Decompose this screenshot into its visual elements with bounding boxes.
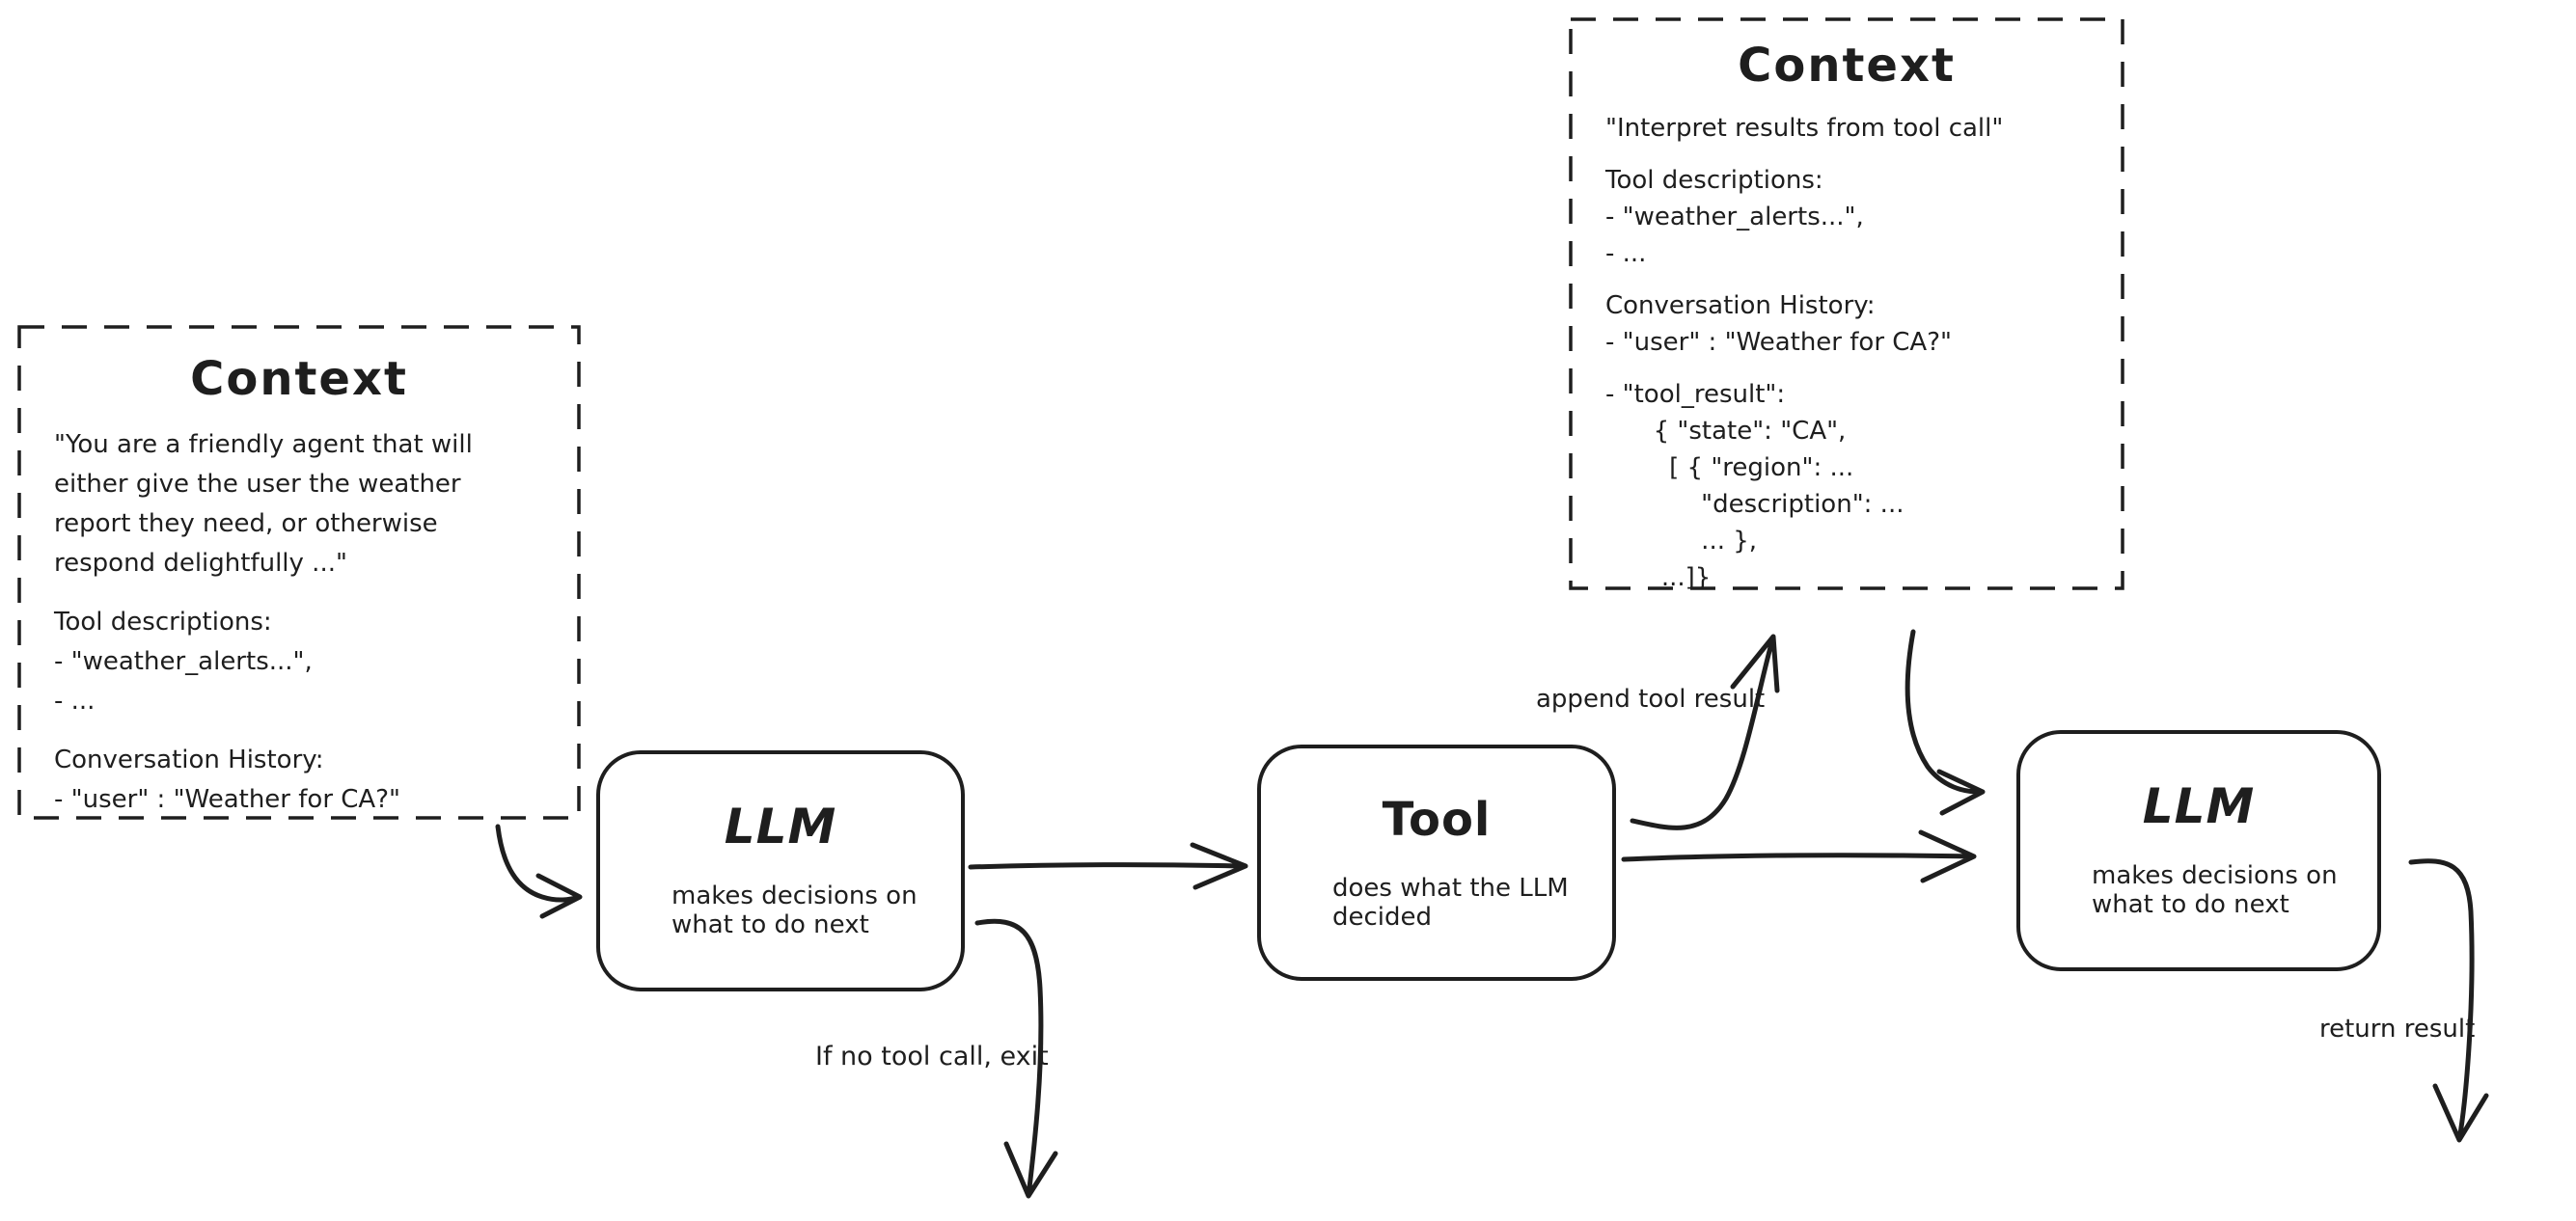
text-line: { "state": "CA", bbox=[1605, 417, 1847, 446]
edge-label-return-result: return result bbox=[2319, 1015, 2476, 1044]
text-line: report they need, or otherwise bbox=[54, 509, 438, 538]
node-tool-description: does what the LLM decided bbox=[1261, 874, 1612, 932]
context-top-frame bbox=[1569, 17, 2124, 590]
text-line: - "user" : "Weather for CA?" bbox=[54, 785, 400, 814]
arrow-llm2-return bbox=[2408, 858, 2489, 1143]
text-line: what to do next bbox=[671, 910, 869, 939]
context-box-top: Context "Interpret results from tool cal… bbox=[1571, 19, 2123, 592]
context-top-tool-descriptions: Tool descriptions: - "weather_alerts..."… bbox=[1605, 162, 2088, 272]
text-line: Conversation History: bbox=[54, 746, 324, 774]
node-llm-1-title: LLM bbox=[724, 799, 837, 855]
text-line: what to do next bbox=[2092, 890, 2289, 919]
node-tool: Tool does what the LLM decided bbox=[1257, 745, 1616, 981]
node-llm-2-description: makes decisions on what to do next bbox=[2020, 861, 2377, 919]
text-line: "Interpret results from tool call" bbox=[1605, 114, 2004, 143]
node-llm-2: LLM makes decisions on what to do next bbox=[2016, 730, 2381, 971]
context-box-left: Context "You are a friendly agent that w… bbox=[19, 327, 579, 818]
node-tool-title: Tool bbox=[1382, 793, 1492, 847]
arrow-tool-to-context bbox=[1630, 634, 1780, 830]
context-left-frame bbox=[17, 325, 581, 820]
arrow-llm-to-tool bbox=[968, 842, 1248, 890]
context-left-conversation-history: Conversation History: - "user" : "Weathe… bbox=[54, 741, 544, 820]
text-line: Tool descriptions: bbox=[54, 608, 272, 637]
context-left-system-prompt: "You are a friendly agent that will eith… bbox=[54, 425, 544, 583]
text-line: - "tool_result": bbox=[1605, 380, 1786, 409]
arrow-context-left-to-llm bbox=[495, 824, 583, 919]
text-line: makes decisions on bbox=[671, 882, 918, 910]
node-llm-1-description: makes decisions on what to do next bbox=[600, 882, 961, 939]
arrow-tool-to-llm2 bbox=[1621, 829, 1977, 883]
context-top-system-prompt: "Interpret results from tool call" bbox=[1605, 110, 2088, 147]
context-left-title: Context bbox=[190, 352, 408, 406]
text-line: - "weather_alerts...", bbox=[54, 647, 313, 676]
text-line: ...]} bbox=[1605, 563, 1712, 592]
arrow-llm-exit bbox=[974, 918, 1058, 1199]
text-line: does what the LLM bbox=[1332, 874, 1569, 903]
text-line: Conversation History: bbox=[1605, 291, 1876, 320]
text-line: - "weather_alerts...", bbox=[1605, 203, 1864, 231]
context-left-tool-descriptions: Tool descriptions: - "weather_alerts..."… bbox=[54, 603, 544, 721]
context-top-conversation-history: Conversation History: - "user" : "Weathe… bbox=[1605, 287, 2088, 361]
text-line: - ... bbox=[54, 687, 96, 716]
node-llm-1: LLM makes decisions on what to do next bbox=[596, 750, 965, 991]
text-line: - ... bbox=[1605, 239, 1647, 268]
text-line: decided bbox=[1332, 903, 1433, 932]
text-line: makes decisions on bbox=[2092, 861, 2338, 890]
text-line: Tool descriptions: bbox=[1605, 166, 1823, 195]
text-line: respond delightfully ..." bbox=[54, 549, 347, 578]
node-llm-2-title: LLM bbox=[2142, 778, 2256, 834]
text-line: ... }, bbox=[1605, 527, 1758, 556]
text-line: "description": ... bbox=[1605, 490, 1905, 519]
context-top-title: Context bbox=[1738, 39, 1956, 93]
arrow-context-to-llm2 bbox=[1905, 629, 1986, 816]
edge-label-if-no-tool-call-exit: If no tool call, exit bbox=[815, 1042, 1049, 1072]
text-line: - "user" : "Weather for CA?" bbox=[1605, 328, 1952, 357]
context-top-tool-result: - "tool_result": { "state": "CA", [ { "r… bbox=[1605, 376, 2088, 596]
text-line: "You are a friendly agent that will bbox=[54, 430, 473, 459]
text-line: either give the user the weather bbox=[54, 470, 461, 499]
edge-label-append-tool-result: append tool result bbox=[1536, 685, 1766, 714]
text-line: [ { "region": ... bbox=[1605, 453, 1854, 482]
